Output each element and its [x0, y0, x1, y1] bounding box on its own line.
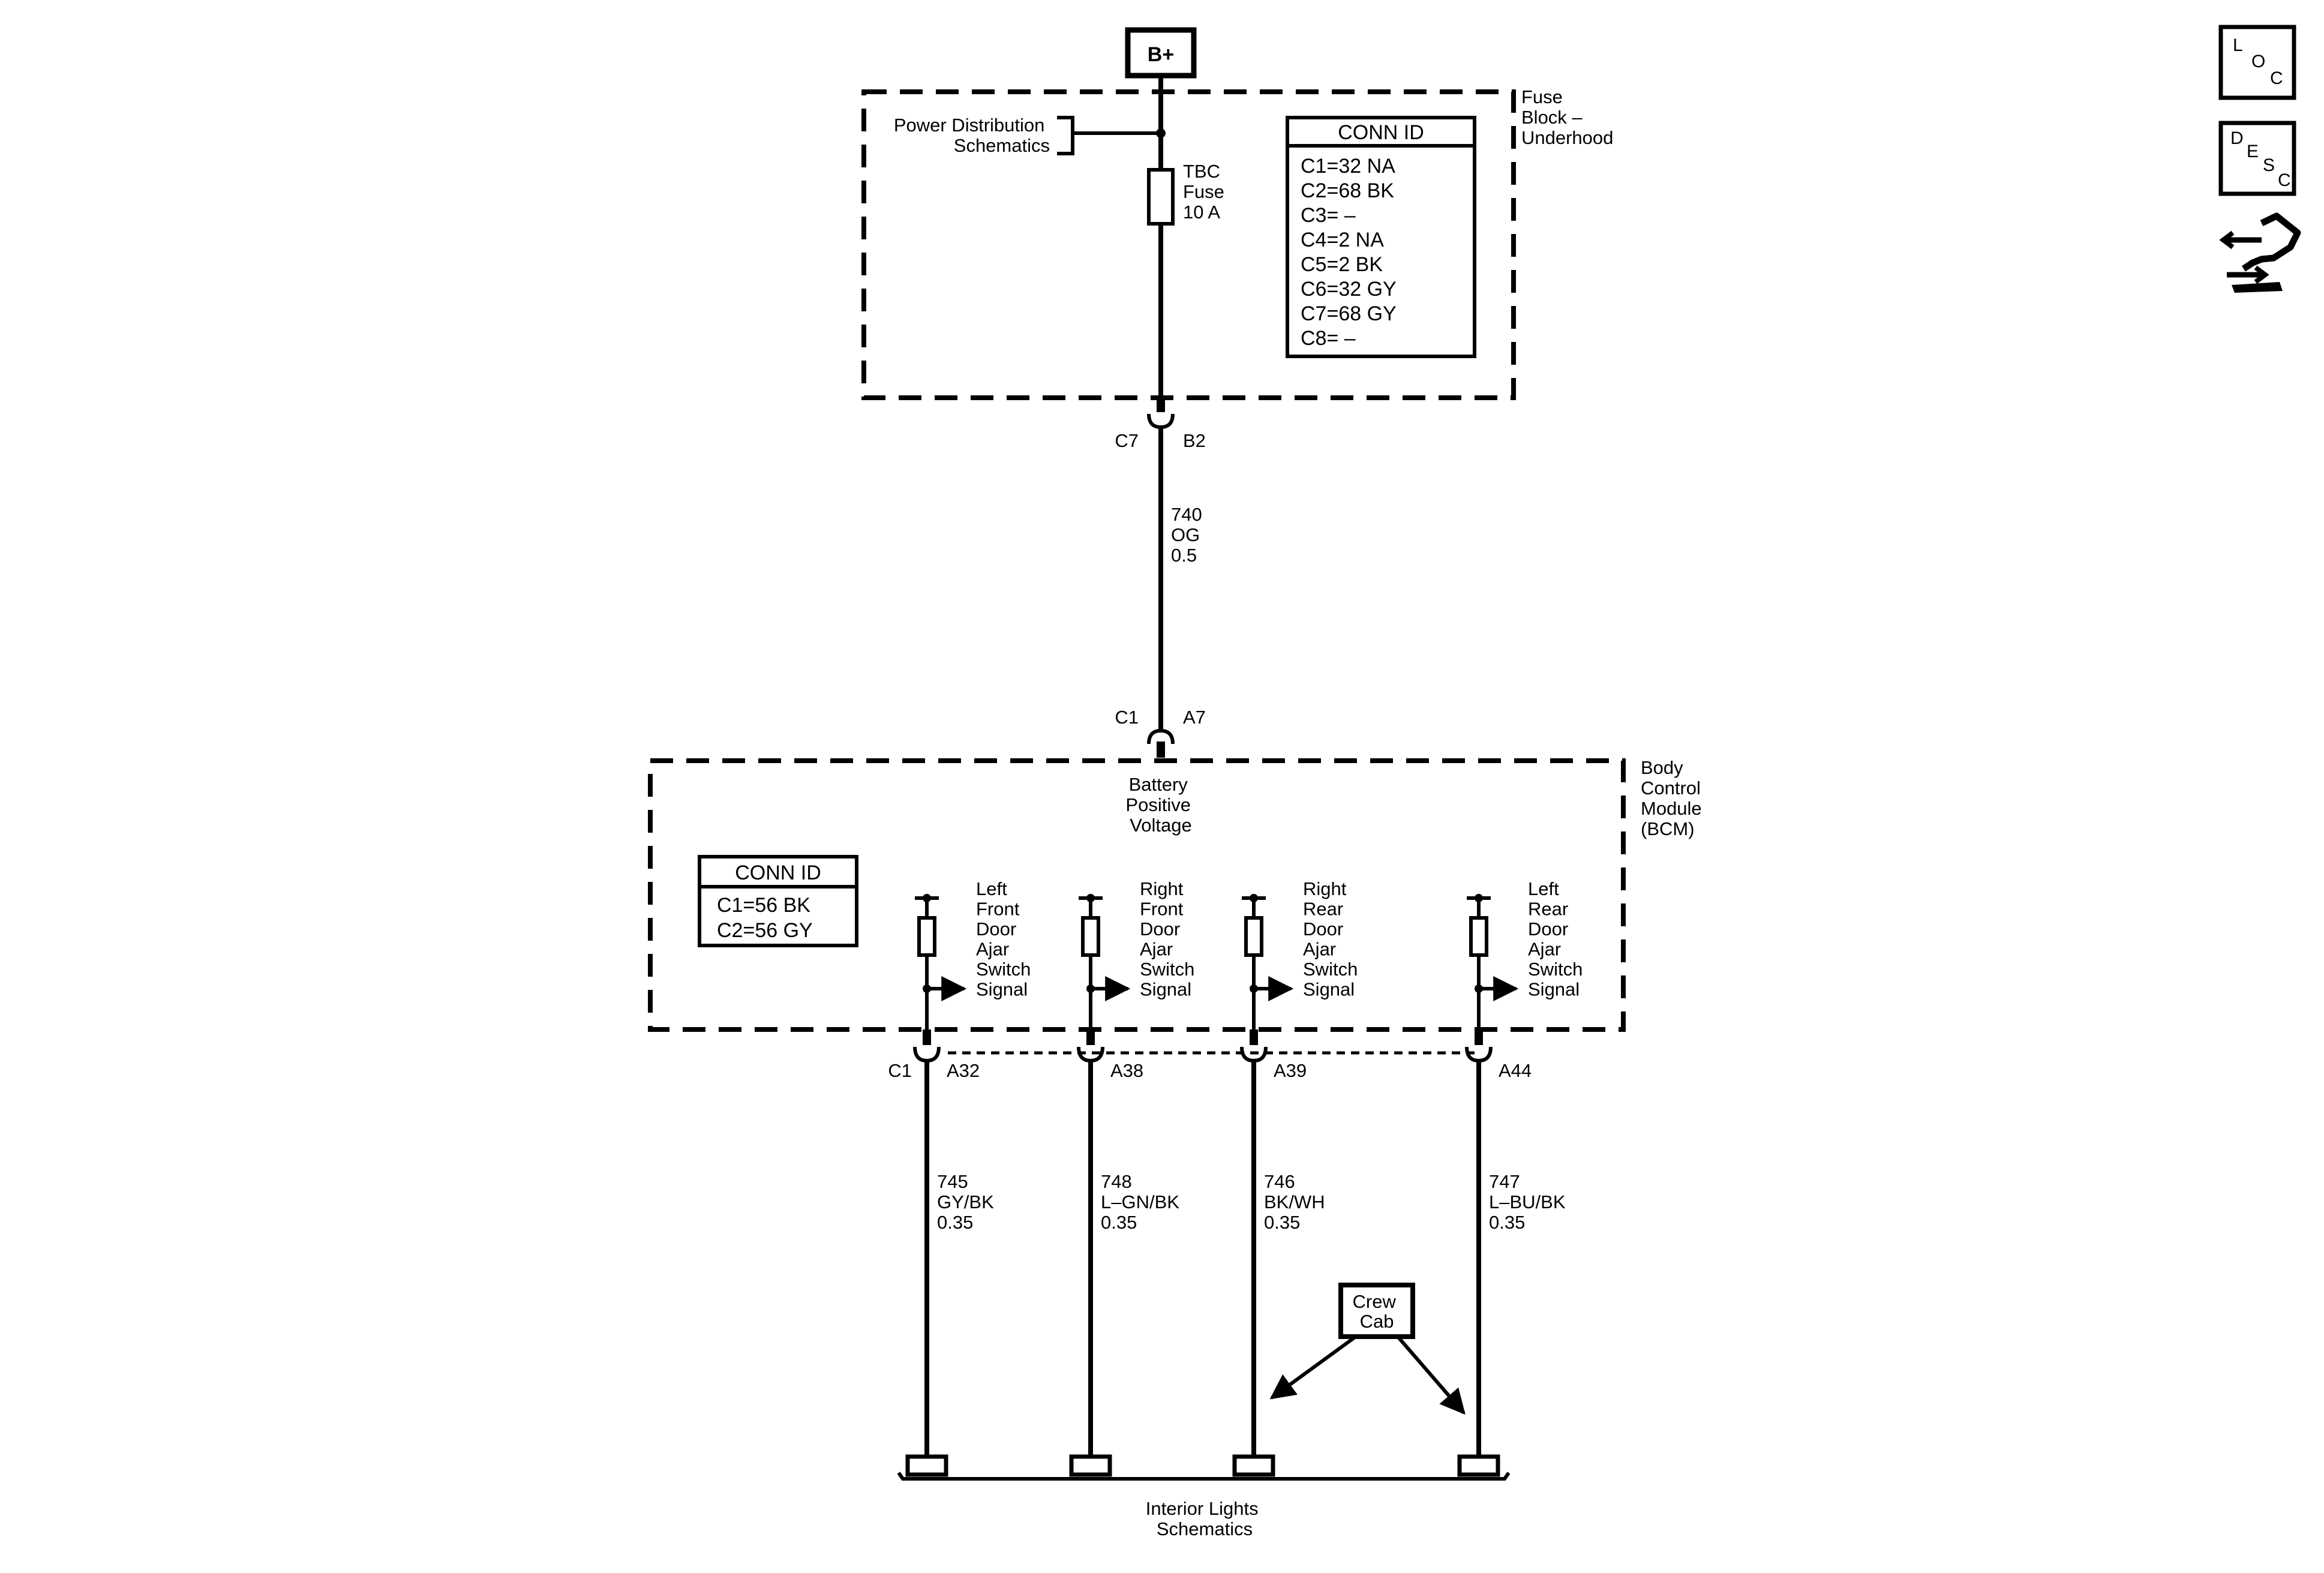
svg-text:S: S	[2263, 155, 2275, 175]
pullup-node	[1250, 894, 1258, 902]
bcm-conn-ids: C1=56 BK C2=56 GY	[717, 894, 816, 942]
pullup-node	[923, 894, 931, 902]
fuse-symbol	[1147, 168, 1175, 226]
fuse-block-boundary	[861, 89, 1516, 400]
pullup-resistor	[917, 916, 936, 957]
pin-stub	[1086, 1029, 1095, 1045]
bcm-conn-id-table: CONN ID C1=56 BK C2=56 GY	[698, 855, 858, 947]
desc-icon[interactable]: D E S C	[2218, 121, 2296, 196]
pin-label: A38	[1110, 1060, 1143, 1081]
battery-label: B+	[1148, 43, 1174, 66]
svg-text:B2: B2	[1183, 430, 1206, 451]
destination-terminal	[905, 1454, 948, 1477]
svg-text:C: C	[2270, 68, 2283, 88]
fuse-block-conn-id-table: CONN ID C1=32 NA C2=68 BK C3= – C4=2 NA …	[1286, 116, 1476, 358]
battery-source: B+	[1125, 27, 1197, 79]
interior-lights-link[interactable]: Interior Lights Schematics	[897, 1472, 1511, 1539]
pullup-resistor	[1469, 916, 1488, 957]
svg-text:Crew Cab: Crew Cab	[1353, 1291, 1401, 1332]
svg-text:CONN ID: CONN ID	[1338, 121, 1424, 144]
pullup-node	[1475, 894, 1483, 902]
svg-text:Interior Lights Schemati: Interior Lights Schematics	[1146, 1498, 1263, 1539]
destination-terminal	[1069, 1454, 1112, 1477]
bcm-output-connector-label: C1	[888, 1060, 912, 1081]
pullup-node	[1086, 894, 1095, 902]
crew-cab-option: Crew Cab	[1269, 1283, 1466, 1415]
pin-label: A32	[947, 1060, 980, 1081]
svg-text:A7: A7	[1183, 707, 1206, 728]
svg-text:E: E	[2247, 142, 2259, 161]
pin-stub	[1250, 1029, 1258, 1045]
svg-text:CONN ID: CONN ID	[735, 861, 821, 884]
svg-text:O: O	[2251, 52, 2265, 71]
pullup-resistor	[1081, 916, 1100, 957]
power-distribution-link[interactable]: Power Distribution Schematics	[894, 115, 1166, 156]
bcm-name: Body Control Module (BCM)	[1641, 757, 1707, 839]
svg-text:C1: C1	[1115, 707, 1139, 728]
pin-stub	[923, 1029, 931, 1045]
connector-c1-a7: C1 A7	[1115, 707, 1206, 758]
destination-terminal	[1457, 1454, 1500, 1477]
fuse-block-name: Fuse Block – Underhood	[1521, 86, 1613, 148]
svg-text:Power Distribution Schem: Power Distribution Schematics	[894, 115, 1050, 156]
pullup-resistor	[1244, 916, 1263, 957]
wire-740-label: 740 OG 0.5	[1171, 504, 1207, 566]
pin-label: A39	[1274, 1060, 1307, 1081]
destination-terminal	[1232, 1454, 1275, 1477]
connector-icon[interactable]	[2219, 212, 2301, 293]
svg-text:L: L	[2233, 35, 2243, 55]
svg-text:C: C	[2278, 170, 2291, 190]
pin-stub	[1475, 1029, 1483, 1045]
fuse-label: TBC Fuse 10 A	[1183, 161, 1230, 223]
bcm-boundary	[648, 758, 1626, 1032]
svg-text:D: D	[2230, 128, 2244, 148]
loc-icon[interactable]: L O C	[2218, 25, 2296, 100]
fuse-block-conn-ids: C1=32 NA C2=68 BK C3= – C4=2 NA C5=2 BK …	[1301, 155, 1402, 350]
pin-label: A44	[1499, 1060, 1532, 1081]
bcm-input-label: Battery Positive Voltage	[1125, 774, 1196, 836]
pin-terminal	[913, 1046, 941, 1063]
svg-text:C7: C7	[1115, 430, 1139, 451]
